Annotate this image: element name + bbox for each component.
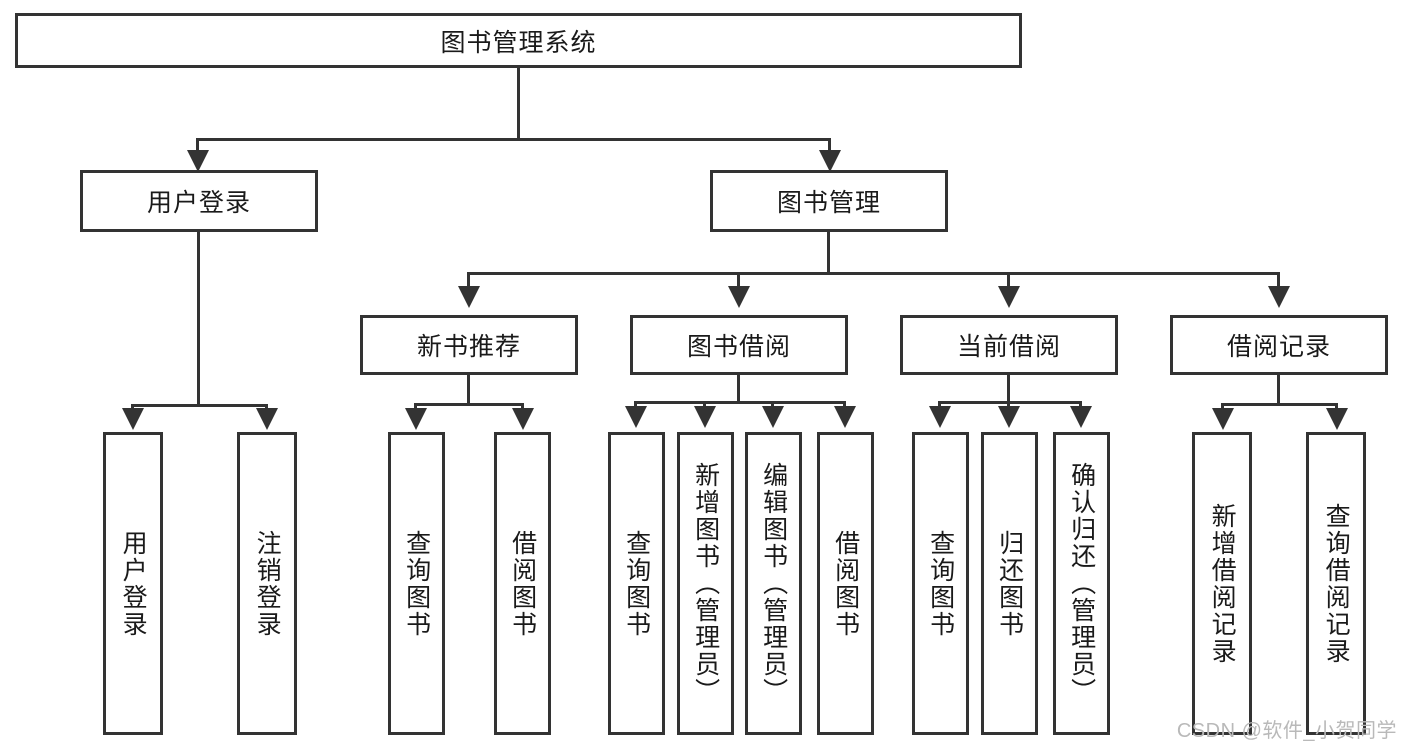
leaf-query-book-new-recommend[interactable]: 查询图书 (388, 432, 445, 735)
connector-user-login-stem (197, 232, 200, 407)
connector-borrow-record-stem (1277, 375, 1280, 405)
connector-root-to-user-login (196, 138, 199, 156)
arrow-to-leaf-return-book (998, 406, 1020, 428)
node-book-management[interactable]: 图书管理 (710, 170, 948, 232)
leaf-borrow-book-borrow[interactable]: 借阅图书 (817, 432, 874, 735)
leaf-add-borrow-record[interactable]: 新增借阅记录 (1192, 432, 1252, 735)
arrow-to-current-borrow (998, 286, 1020, 308)
node-label: 借阅图书 (508, 529, 537, 638)
leaf-return-book[interactable]: 归还图书 (981, 432, 1038, 735)
arrow-to-leaf-confirm-return (1070, 406, 1092, 428)
connector-book-management-bus (467, 272, 1278, 275)
arrow-root-to-user-login (187, 150, 209, 172)
connector-root-stem (517, 68, 520, 138)
connector-borrow-record-bus (1221, 403, 1338, 406)
leaf-add-book-admin[interactable]: 新增图书（管理员） (677, 432, 734, 735)
leaf-edit-book-admin[interactable]: 编辑图书（管理员） (745, 432, 802, 735)
connector-book-management-stem (827, 232, 830, 274)
node-label: 图书借阅 (686, 333, 791, 361)
node-label: 确认归还（管理员） (1067, 462, 1096, 705)
arrow-to-leaf-add-record (1212, 408, 1234, 430)
arrow-to-leaf-user-login (122, 408, 144, 430)
leaf-query-book-borrow[interactable]: 查询图书 (608, 432, 665, 735)
leaf-borrow-book-new-recommend[interactable]: 借阅图书 (494, 432, 551, 735)
node-current-borrow[interactable]: 当前借阅 (900, 315, 1118, 375)
node-label: 借阅图书 (831, 529, 860, 638)
leaf-user-login[interactable]: 用户登录 (103, 432, 163, 735)
leaf-logout[interactable]: 注销登录 (237, 432, 297, 735)
node-label: 查询图书 (402, 529, 431, 638)
arrow-to-leaf-logout (256, 408, 278, 430)
node-label: 编辑图书（管理员） (759, 462, 788, 705)
node-label: 查询借阅记录 (1322, 502, 1351, 665)
leaf-query-book-current[interactable]: 查询图书 (912, 432, 969, 735)
connector-current-borrow-stem (1007, 375, 1010, 403)
connector-current-borrow-bus (938, 401, 1082, 404)
node-borrow-record[interactable]: 借阅记录 (1170, 315, 1388, 375)
connector-new-book-bus (414, 403, 524, 406)
node-label: 新增图书（管理员） (691, 462, 720, 705)
node-label: 查询图书 (926, 529, 955, 638)
arrow-to-leaf-edit-book (762, 406, 784, 428)
watermark-csdn: CSDN @软件_小贺同学 (1176, 720, 1397, 742)
node-book-borrow[interactable]: 图书借阅 (630, 315, 848, 375)
connector-root-to-book-management (828, 138, 831, 156)
node-label: 当前借阅 (956, 333, 1061, 361)
arrow-to-new-book (458, 286, 480, 308)
arrow-to-book-borrow (728, 286, 750, 308)
arrow-to-leaf-borrow-book-1 (512, 408, 534, 430)
leaf-confirm-return-admin[interactable]: 确认归还（管理员） (1053, 432, 1110, 735)
node-label: 图书管理 (776, 189, 881, 217)
node-label: 借阅记录 (1226, 333, 1331, 361)
connector-to-book-borrow (737, 272, 740, 292)
arrow-root-to-book-management (819, 150, 841, 172)
node-root-book-management-system[interactable]: 图书管理系统 (15, 13, 1022, 68)
arrow-to-leaf-query-book-2 (625, 406, 647, 428)
arrow-to-borrow-record (1268, 286, 1290, 308)
arrow-to-leaf-query-record (1326, 408, 1348, 430)
connector-user-login-bus (131, 404, 268, 407)
arrow-to-leaf-query-book-1 (405, 408, 427, 430)
node-user-login[interactable]: 用户登录 (80, 170, 318, 232)
arrow-to-leaf-borrow-book-2 (834, 406, 856, 428)
node-label: 新增借阅记录 (1208, 502, 1237, 665)
connector-book-borrow-stem (737, 375, 740, 403)
node-label: 用户登录 (119, 529, 148, 638)
connector-root-bus (196, 138, 831, 141)
node-label: 注销登录 (253, 529, 282, 638)
node-label: 图书管理系统 (440, 28, 597, 57)
node-label: 用户登录 (146, 189, 251, 217)
connector-to-borrow-record (1277, 272, 1280, 292)
arrow-to-leaf-query-book-3 (929, 406, 951, 428)
node-label: 新书推荐 (416, 333, 521, 361)
connector-to-new-book (467, 272, 470, 292)
connector-book-borrow-bus (634, 401, 846, 404)
connector-new-book-stem (467, 375, 470, 405)
node-label: 查询图书 (622, 529, 651, 638)
arrow-to-leaf-add-book (694, 406, 716, 428)
connector-to-current-borrow (1007, 272, 1010, 292)
leaf-query-borrow-record[interactable]: 查询借阅记录 (1306, 432, 1366, 735)
node-label: 归还图书 (995, 529, 1024, 638)
node-new-book-recommend[interactable]: 新书推荐 (360, 315, 578, 375)
